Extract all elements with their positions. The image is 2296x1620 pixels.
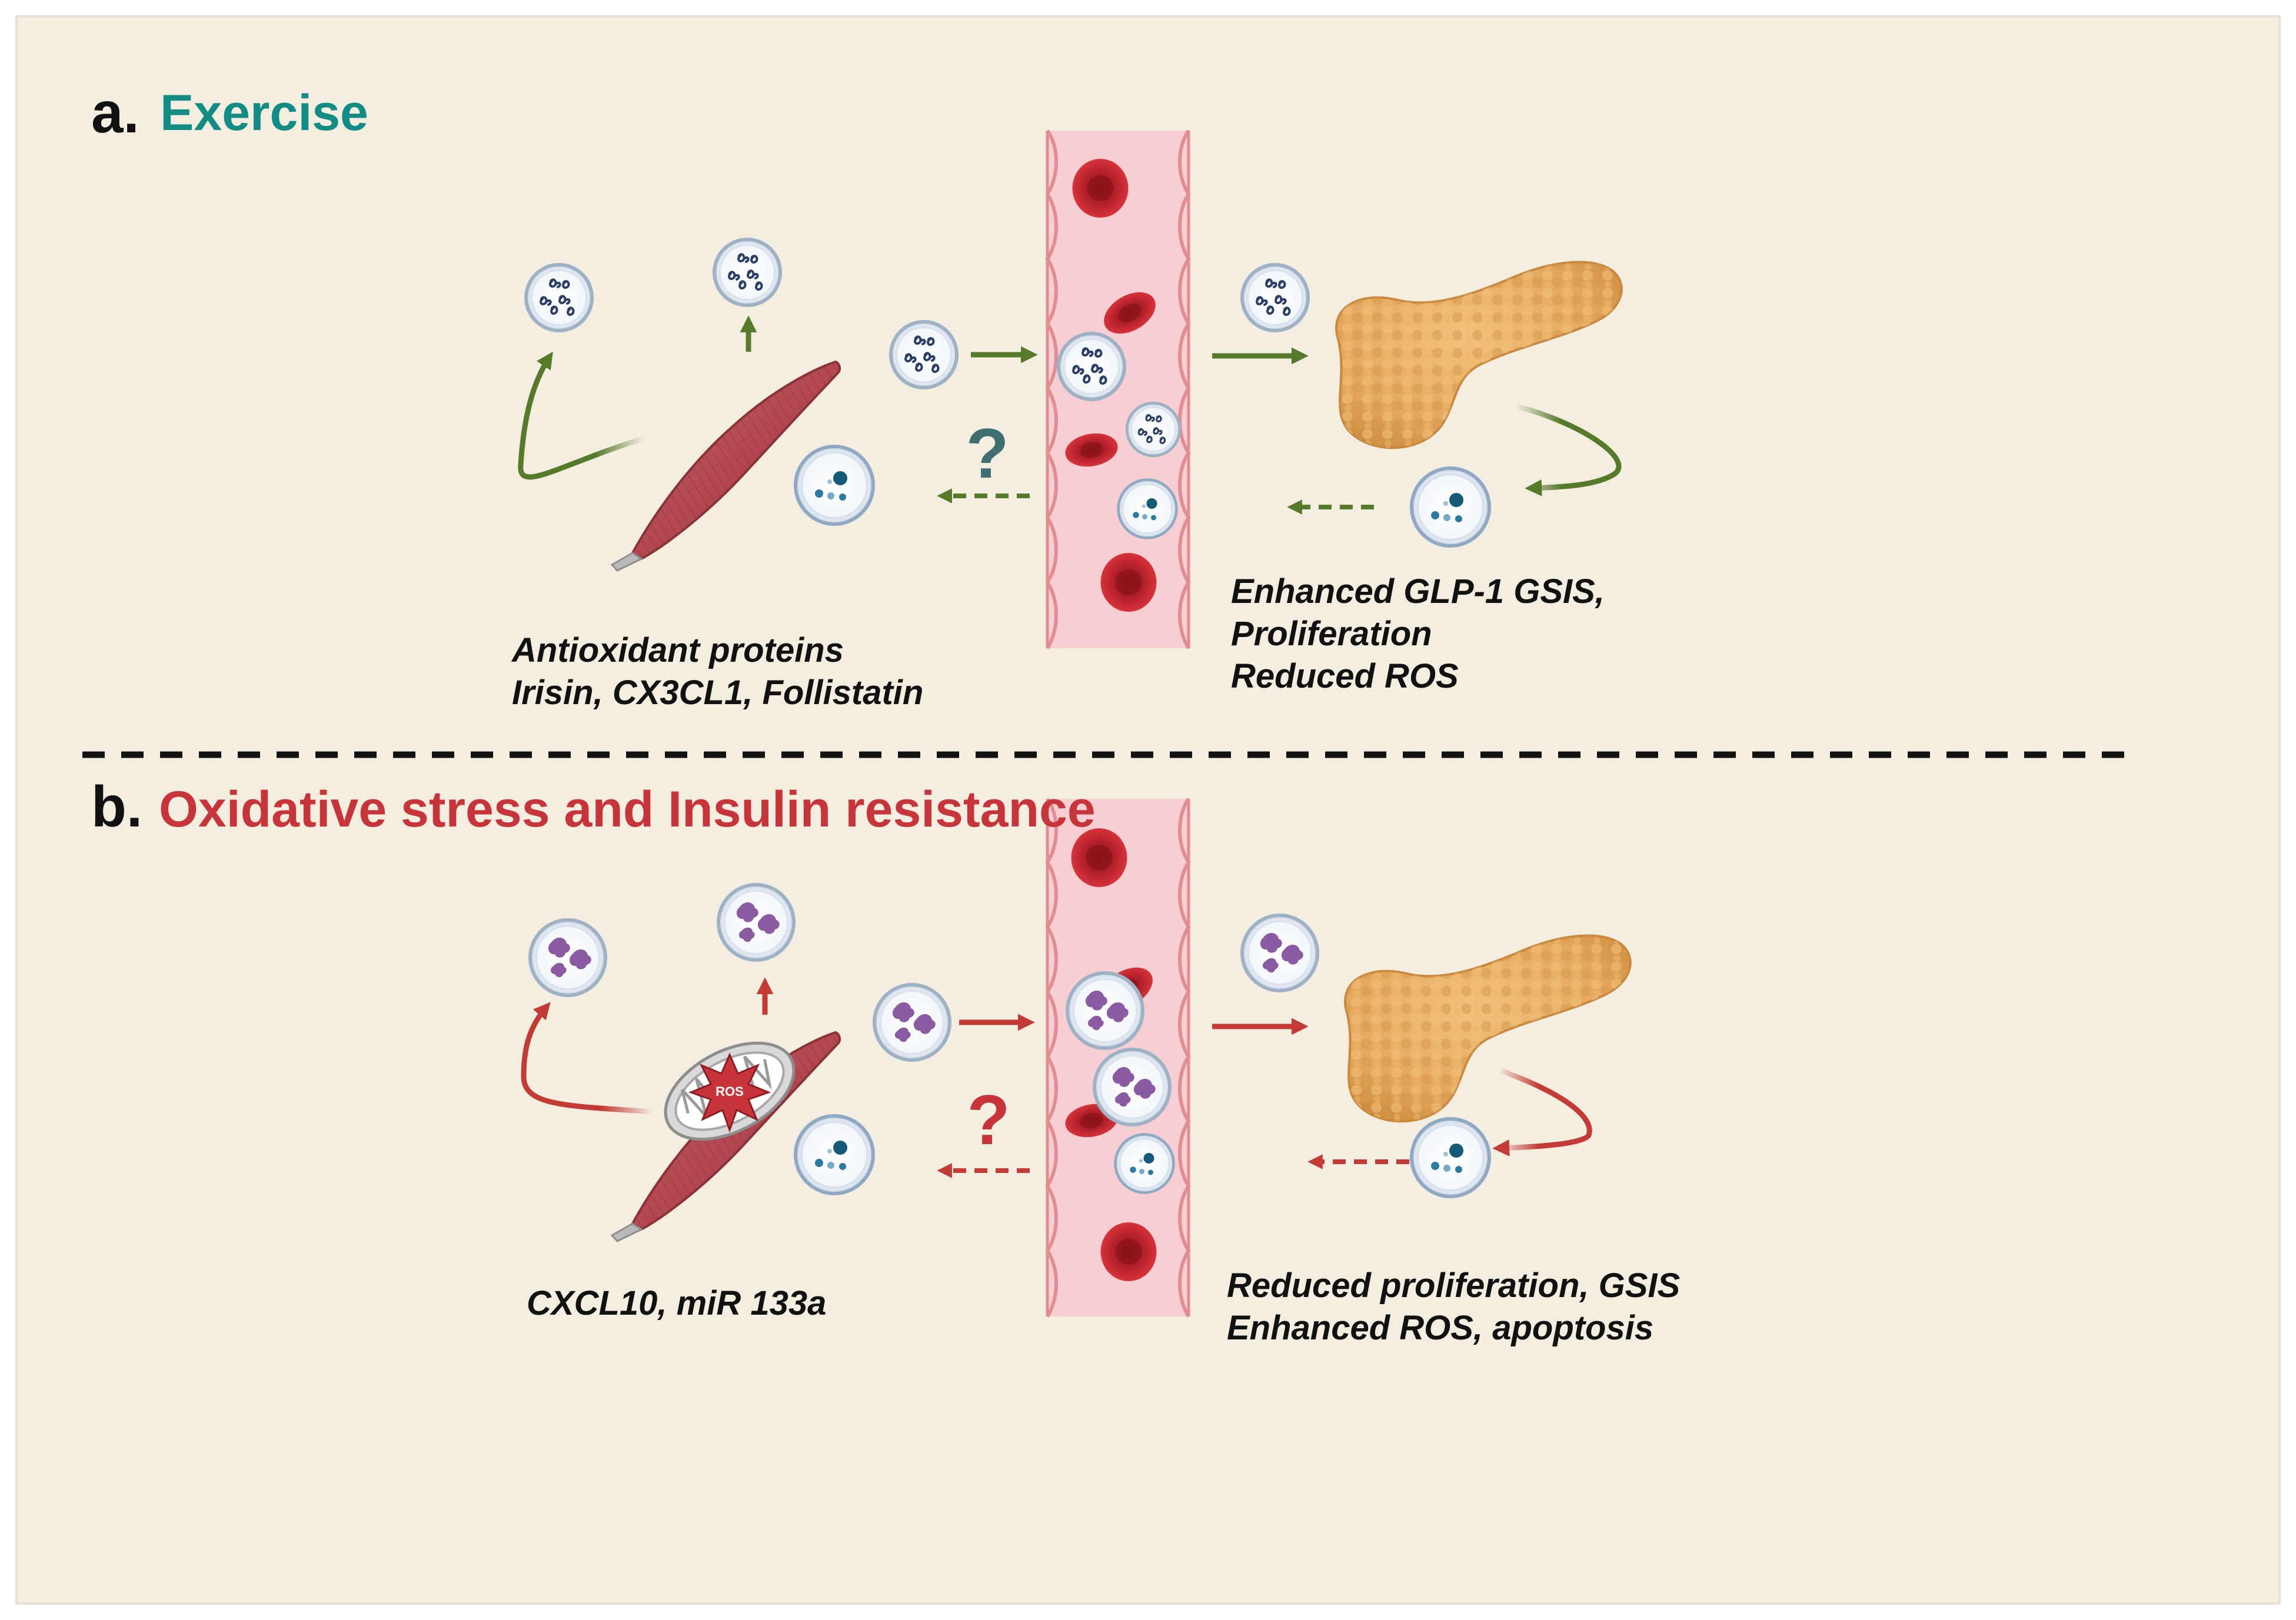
- ros-label: ROS: [716, 1084, 744, 1099]
- vesicle-blue-icon: [796, 1116, 873, 1194]
- red-blood-cell-icon: [1100, 553, 1157, 612]
- panel-a-pancreas-caption: Enhanced GLP-1 GSIS, Proliferation Reduc…: [1231, 571, 1605, 698]
- caption-line: Proliferation: [1231, 615, 1432, 653]
- secretion-arrow: [521, 1002, 654, 1115]
- exosome-protein-icon: [1059, 334, 1124, 399]
- question-mark: ?: [966, 414, 1009, 493]
- vesicle-blue-icon: [1412, 468, 1489, 546]
- vesicle-blue-icon: [1119, 480, 1177, 538]
- mitochondrion-icon: ROS: [664, 1041, 796, 1141]
- panel-a-letter: a.: [91, 80, 139, 145]
- exosome-protein-icon: [1242, 265, 1308, 331]
- caption-line: Reduced proliferation, GSIS: [1227, 1266, 1681, 1305]
- question-mark: ?: [967, 1081, 1010, 1159]
- exosome-protein-icon: [1127, 403, 1180, 456]
- vesicle-blue-icon: [1116, 1135, 1174, 1193]
- exosome-protein-icon: [714, 239, 780, 305]
- caption-line: Enhanced GLP-1 GSIS,: [1231, 572, 1605, 611]
- caption-line: Irisin, CX3CL1, Follistatin: [512, 674, 924, 712]
- exosome-protein-icon: [526, 265, 592, 331]
- panel-b-pancreas-caption: Reduced proliferation, GSIS Enhanced ROS…: [1227, 1265, 1680, 1349]
- panel-a-muscle-caption: Antioxidant proteins Irisin, CX3CL1, Fol…: [512, 629, 923, 714]
- panel-a: ?: [518, 129, 1623, 649]
- panel-b-title: Oxidative stress and Insulin resistance: [159, 781, 1096, 838]
- vesicle-blue-icon: [1412, 1119, 1489, 1196]
- caption-line: Reduced ROS: [1231, 657, 1459, 695]
- exosome-protein-icon: [891, 322, 957, 388]
- caption-line: Antioxidant proteins: [512, 631, 844, 669]
- panel-b: ROS ?: [521, 798, 1632, 1318]
- exosome-stress-cargo-icon: [530, 920, 605, 995]
- exosome-stress-cargo-icon: [1242, 915, 1317, 991]
- red-blood-cell-icon: [1100, 1222, 1157, 1281]
- exosome-stress-cargo-icon: [1067, 973, 1143, 1048]
- exosome-stress-cargo-icon: [874, 985, 950, 1060]
- panel-b-letter: b.: [91, 774, 143, 839]
- caption-line: CXCL10, miR 133a: [527, 1284, 827, 1322]
- exosome-stress-cargo-icon: [1094, 1049, 1170, 1125]
- vesicle-blue-icon: [796, 446, 873, 524]
- secretion-arrow: [1492, 1068, 1592, 1156]
- panel-b-muscle-caption: CXCL10, miR 133a: [527, 1282, 826, 1325]
- secretion-arrow: [1514, 403, 1622, 496]
- secretion-arrow: [518, 351, 645, 480]
- exosome-stress-cargo-icon: [718, 885, 794, 960]
- panel-a-title: Exercise: [160, 85, 368, 141]
- ros-burst-icon: ROS: [688, 1052, 771, 1133]
- red-blood-cell-icon: [1072, 159, 1129, 218]
- caption-line: Enhanced ROS, apoptosis: [1227, 1309, 1654, 1347]
